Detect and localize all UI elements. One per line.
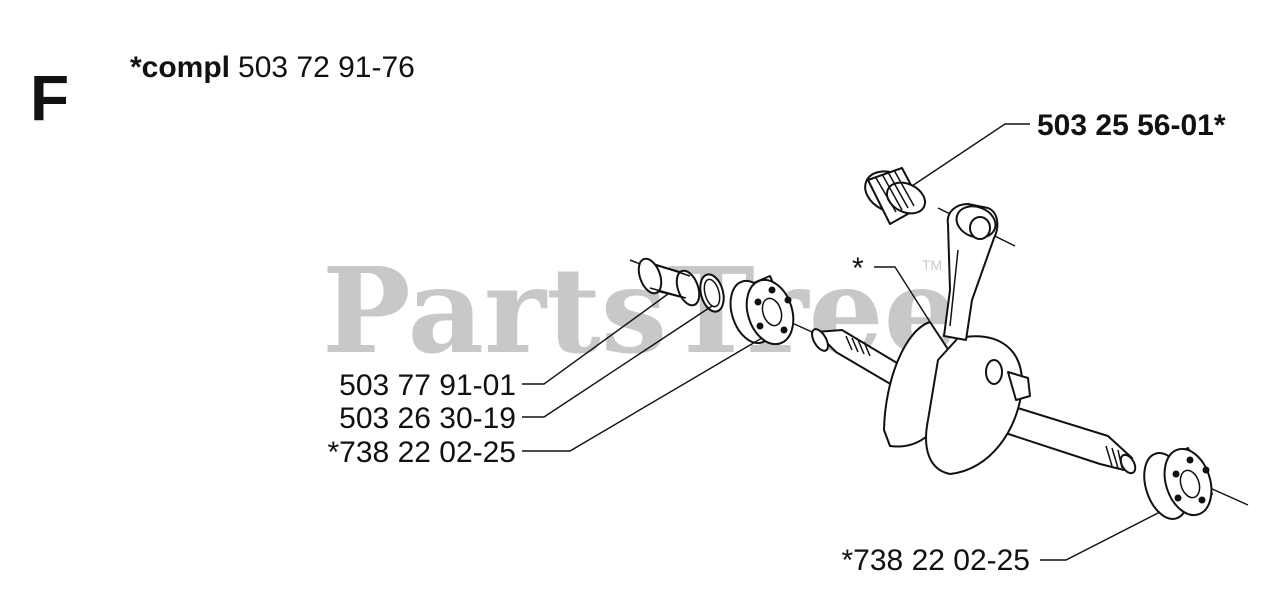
part-label-o-ring[interactable]: 503 26 30-19 <box>339 402 516 435</box>
o-ring-icon[interactable] <box>696 272 727 314</box>
assembly-number: 503 72 91-76 <box>238 51 415 84</box>
section-letter: F <box>30 62 69 134</box>
part-label-ball-bearing-left[interactable]: *738 22 02-25 <box>328 436 517 469</box>
part-label-piston-pin-bearing[interactable]: 503 77 91-01 <box>339 369 516 402</box>
ball-bearing-left-icon[interactable] <box>723 274 801 350</box>
leader-lines <box>522 123 1161 561</box>
crankshaft-icon[interactable] <box>809 201 1138 476</box>
needle-bearing-icon[interactable] <box>858 164 930 225</box>
piston-pin-bearing-icon[interactable] <box>634 256 703 309</box>
ball-bearing-right-icon[interactable] <box>1136 443 1219 525</box>
assembly-prefix: *compl <box>130 51 230 84</box>
part-label-ball-bearing-right[interactable]: *738 22 02-25 <box>842 544 1031 577</box>
part-label-crankshaft[interactable]: * <box>852 252 864 285</box>
part-label-needle-bearing[interactable]: 503 25 56-01* <box>1037 109 1226 142</box>
watermark-trademark: TM <box>922 257 942 273</box>
